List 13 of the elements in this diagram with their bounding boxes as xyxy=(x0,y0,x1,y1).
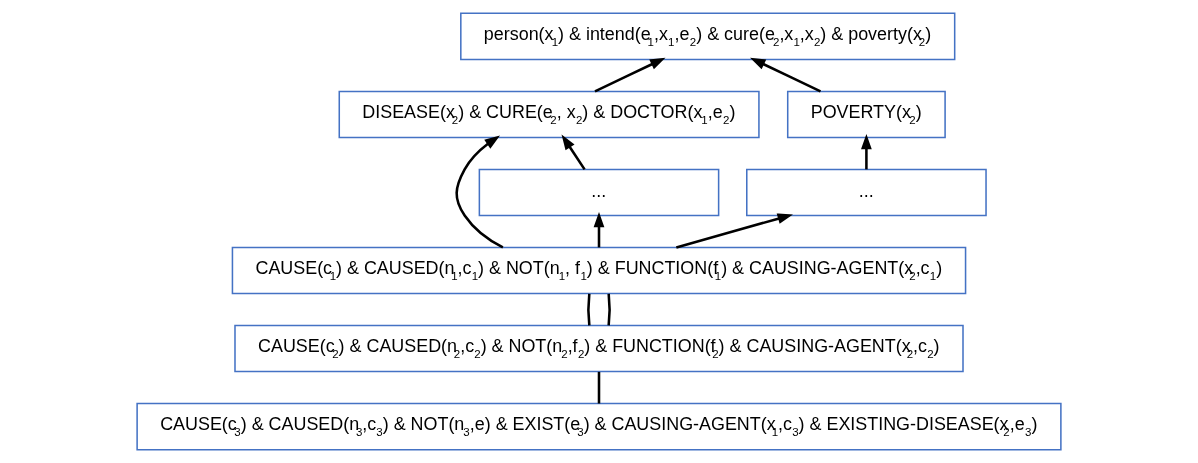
connector xyxy=(607,293,611,326)
connector xyxy=(597,371,601,404)
arrow xyxy=(593,211,605,248)
node-box: POVERTY(x$_{2}$) xyxy=(786,90,946,139)
arrow xyxy=(455,135,504,249)
arrow xyxy=(594,57,666,93)
arrow xyxy=(861,133,872,170)
arrow xyxy=(561,134,586,171)
connector xyxy=(587,293,591,326)
arrow xyxy=(676,213,793,249)
arrow xyxy=(750,57,822,93)
node-box: ... xyxy=(746,168,987,217)
node-box: ... xyxy=(478,168,720,217)
